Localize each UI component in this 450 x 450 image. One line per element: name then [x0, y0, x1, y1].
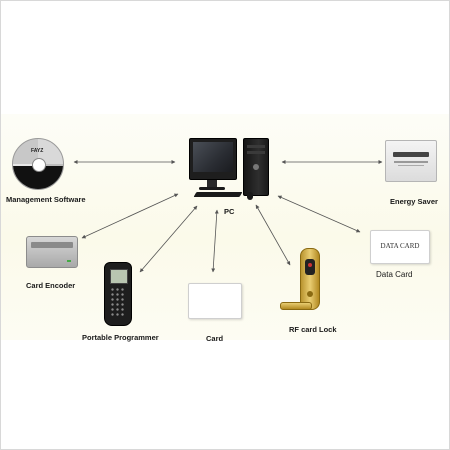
card-encoder-icon: [26, 236, 78, 268]
link-card-pc: [211, 209, 219, 273]
cd-disc-icon: FAYZ: [12, 138, 64, 190]
link-rf-card-lock-pc: [255, 204, 291, 266]
label-rf-card-lock: RF card Lock: [289, 325, 337, 334]
handheld-programmer-icon: [104, 262, 132, 326]
desktop-computer-icon: [189, 138, 237, 190]
link-portable-programmer-pc: [139, 205, 198, 273]
door-lock-icon: [300, 248, 320, 310]
label-pc: PC: [224, 207, 235, 216]
node-management-software: FAYZ: [12, 138, 64, 190]
node-energy-saver: [385, 140, 437, 182]
energy-saver-icon: [385, 140, 437, 182]
label-management-software: Management Software: [6, 195, 86, 204]
node-card: [188, 283, 242, 319]
link-card-encoder-pc: [81, 193, 179, 239]
label-data-card: Data Card: [376, 270, 413, 279]
node-data-card: DATA CARD: [370, 230, 430, 264]
cd-brand-text: FAYZ: [31, 148, 44, 154]
label-energy-saver: Energy Saver: [390, 197, 438, 206]
label-card: Card: [206, 334, 224, 343]
link-data-card-pc: [277, 195, 361, 233]
label-portable-programmer: Portable Programmer: [82, 333, 159, 342]
label-card-encoder: Card Encoder: [26, 281, 76, 290]
node-card-encoder: [26, 236, 78, 268]
blank-card-icon: [188, 283, 242, 319]
data-card-icon: DATA CARD: [370, 230, 430, 264]
node-portable-programmer: [104, 262, 132, 326]
